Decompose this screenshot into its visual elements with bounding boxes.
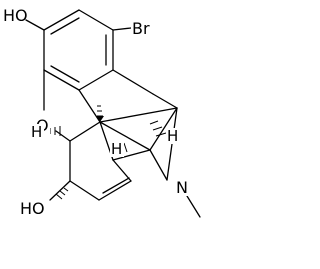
bond: [152, 93, 178, 109]
bond: [78, 9, 114, 31]
bond: [112, 159, 132, 182]
atom-label-h-left: H: [31, 123, 42, 141]
atom-label-br: Br: [132, 19, 150, 38]
hashed-bond: [55, 193, 63, 200]
bond: [149, 149, 168, 181]
bond: [55, 130, 71, 142]
hashed-bond: [63, 187, 69, 192]
bond: [25, 19, 45, 31]
double-bond-inner: [102, 177, 130, 194]
bond: [78, 69, 114, 91]
aromatic-double-bond: [50, 17, 80, 35]
bond: [98, 180, 132, 201]
wedge-bond: [96, 116, 104, 122]
atom-label-n: N: [176, 178, 188, 197]
atom-label-h-center: H: [111, 140, 122, 158]
atom-label-h-right: H: [167, 127, 178, 145]
hashed-bond: [123, 142, 128, 153]
bond: [49, 180, 71, 201]
bond: [186, 195, 201, 218]
bond: [43, 69, 80, 91]
bond: [69, 121, 101, 142]
bond: [99, 121, 151, 151]
bond: [112, 27, 132, 31]
aromatic-double-bond: [50, 65, 80, 83]
hashed-bond: [149, 120, 159, 125]
bond: [149, 107, 178, 151]
hashed-bond: [155, 132, 167, 137]
bond: [99, 107, 178, 123]
bond: [43, 9, 80, 31]
hashed-bond: [59, 190, 66, 196]
bond: [112, 149, 151, 161]
aromatic-ring: [43, 9, 114, 91]
atom-label-ho-bottom: HO: [20, 199, 45, 218]
bond: [112, 69, 154, 95]
bond: [69, 180, 100, 201]
molecule-structure-diagram: HO Br O N HO H H H: [2, 6, 201, 218]
hashed-bond: [152, 126, 163, 131]
atom-label-ho-top: HO: [3, 6, 28, 25]
atom-labels: HO Br O N HO H H H: [2, 6, 191, 218]
